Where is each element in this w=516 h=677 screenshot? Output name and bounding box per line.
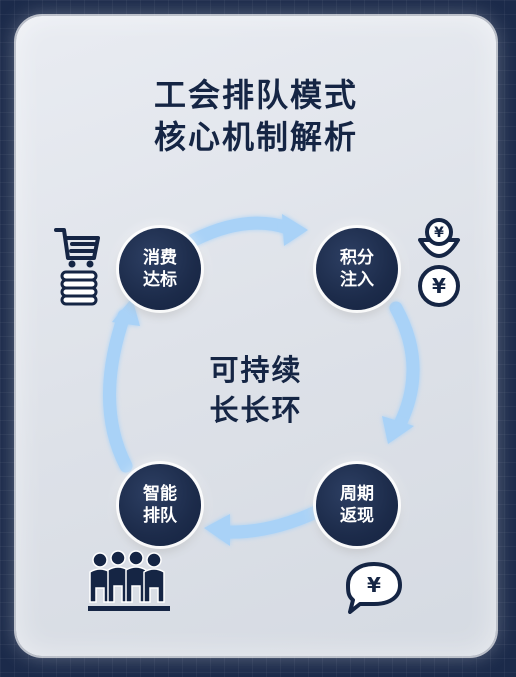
infographic-card: 工会排队模式 核心机制解析 消费 达标 积分 注入 周期: [16, 16, 496, 656]
yen-chat-bubble-icon: ¥: [346, 562, 402, 614]
node-cashback-line1: 周期: [340, 484, 374, 504]
node-queue-line1: 智能: [143, 484, 177, 504]
center-line-1: 可持续: [209, 353, 303, 387]
svg-text:¥: ¥: [432, 274, 446, 298]
page-title: 工会排队模式 核心机制解析: [16, 74, 496, 158]
arrowhead-bottom: [204, 514, 230, 546]
title-line-1: 工会排队模式: [153, 76, 358, 114]
center-line-2: 长长环: [209, 393, 303, 427]
svg-text:¥: ¥: [434, 225, 444, 241]
arrowhead-top: [282, 214, 308, 246]
arrow-left: [103, 309, 133, 473]
arrow-right: [389, 301, 420, 431]
arrowhead-right: [382, 416, 414, 444]
arrow-top: [187, 216, 295, 247]
arrow-bottom: [217, 505, 323, 539]
people-queue-icon: [88, 550, 170, 611]
node-queue-line2: 排队: [143, 506, 177, 526]
node-points-line1: 积分: [340, 248, 374, 268]
yen-coin-scale-icon: ¥ ¥: [418, 218, 460, 307]
shopping-cart-coins-icon: [54, 228, 100, 306]
node-consume: 消费 达标: [119, 228, 201, 310]
arrowhead-left: [112, 298, 140, 326]
title-line-2: 核心机制解析: [153, 118, 358, 156]
node-cashback-line2: 返现: [340, 506, 374, 526]
node-consume-line2: 达标: [143, 270, 177, 290]
center-label: 可持续 长长环: [16, 350, 496, 430]
node-points: 积分 注入: [316, 228, 398, 310]
node-queue: 智能 排队: [119, 464, 201, 546]
node-consume-line1: 消费: [143, 248, 177, 268]
cycle-arrows: [103, 214, 420, 546]
node-points-line2: 注入: [340, 270, 374, 290]
svg-text:¥: ¥: [367, 573, 381, 597]
node-cashback: 周期 返现: [316, 464, 398, 546]
